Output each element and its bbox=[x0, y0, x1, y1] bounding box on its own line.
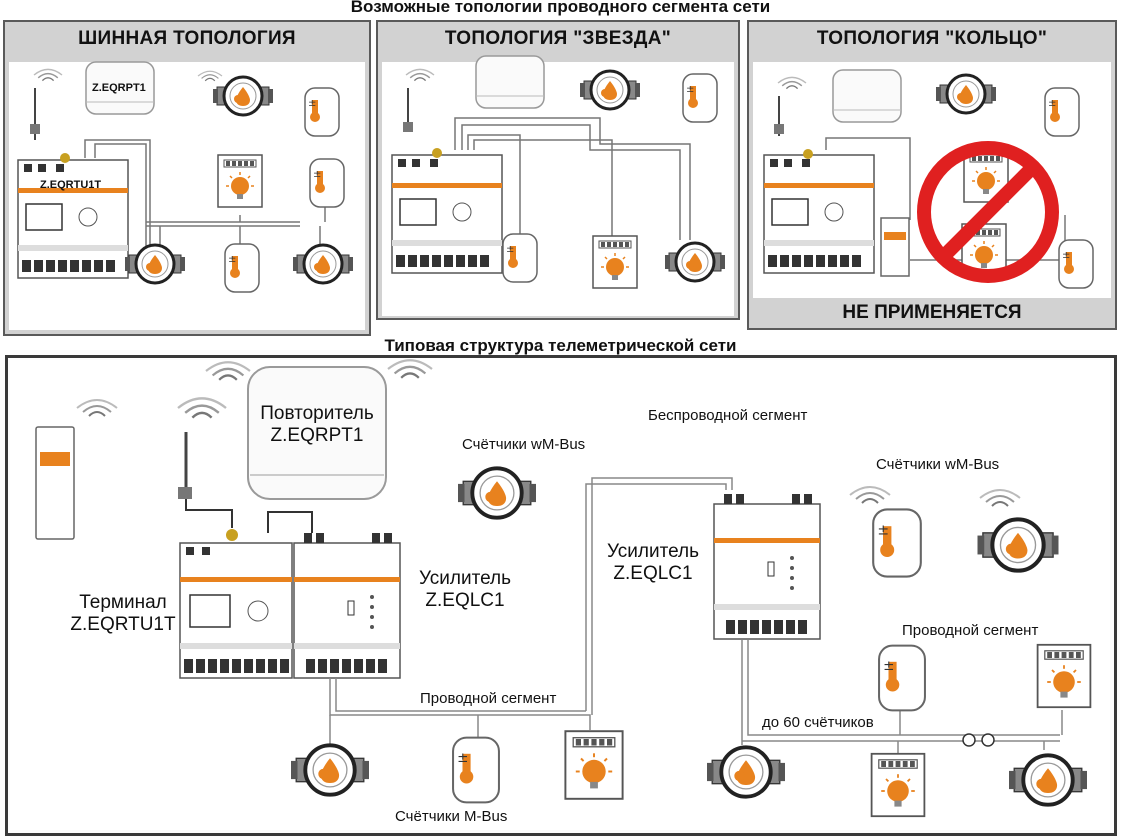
repeater-label: Повторитель Z.EQRPT1 bbox=[250, 403, 384, 447]
amp-left-label: Усилитель Z.EQLC1 bbox=[410, 568, 520, 612]
amp-left-label-text: Усилитель Z.EQLC1 bbox=[418, 568, 512, 611]
top-title: Возможные топологии проводного сегмента … bbox=[350, 0, 771, 16]
panel3-drawing bbox=[763, 69, 1094, 289]
amp-right-label: Усилитель Z.EQLC1 bbox=[598, 541, 708, 585]
mbus-label: Счётчики M-Bus bbox=[395, 808, 508, 825]
amp-right-label-text: Усилитель Z.EQLC1 bbox=[606, 541, 700, 584]
wired-segment-right-label: Проводной сегмент bbox=[902, 622, 1039, 639]
repeater-label-text: Повторитель Z.EQRPT1 bbox=[260, 403, 374, 446]
bus-repeater-label: Z.EQRPT1 bbox=[92, 82, 146, 94]
wmbus-left-label: Счётчики wM-Bus bbox=[462, 436, 586, 453]
bus-terminal-label: Z.EQRTU1T bbox=[40, 179, 102, 191]
wmbus-right-label: Счётчики wM-Bus bbox=[876, 456, 1000, 473]
wired-segment-left-label: Проводной сегмент bbox=[420, 690, 557, 707]
terminal-label-text: Терминал Z.EQRTU1T bbox=[70, 592, 176, 635]
prohibition-icon bbox=[917, 141, 1059, 283]
up-to-60-label: до 60 счётчиков bbox=[762, 714, 874, 731]
panel2-drawing bbox=[391, 55, 727, 289]
panel-ring-title: ТОПОЛОГИЯ "КОЛЬЦО" bbox=[816, 28, 1048, 49]
panel-star-title: ТОПОЛОГИЯ "ЗВЕЗДА" bbox=[444, 28, 672, 49]
bottom-title: Типовая структура телеметрической сети bbox=[384, 336, 737, 355]
bottom-drawing bbox=[35, 359, 1092, 818]
panel-bus-title: ШИННАЯ ТОПОЛОГИЯ bbox=[78, 28, 296, 49]
terminal-label: Терминал Z.EQRTU1T bbox=[58, 592, 188, 636]
ring-not-applicable: НЕ ПРИМЕНЯЕТСЯ bbox=[842, 302, 1022, 323]
wireless-segment-label: Беспроводной сегмент bbox=[648, 407, 808, 424]
panel1-drawing bbox=[17, 61, 355, 293]
